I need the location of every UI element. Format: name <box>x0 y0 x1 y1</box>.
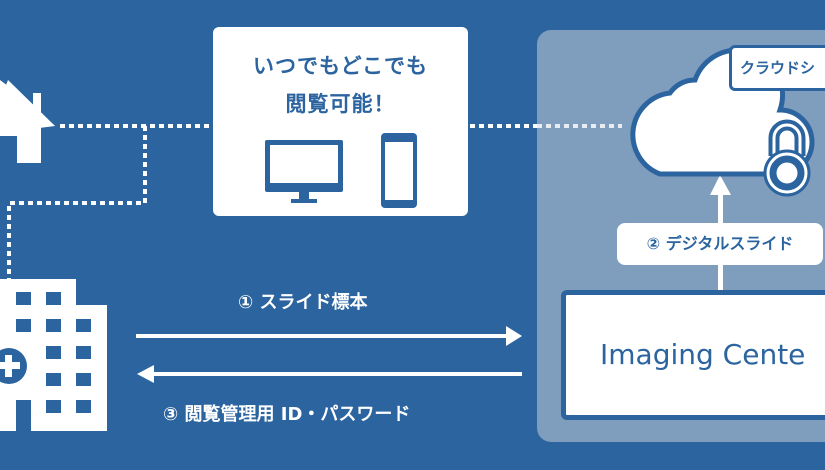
home-icon <box>0 80 55 163</box>
cloud-label: クラウドシ <box>729 45 825 91</box>
step1-label: ① スライド標本 <box>238 292 368 313</box>
imaging-center-box: Imaging Cente <box>561 290 825 420</box>
hospital-icon <box>0 279 107 431</box>
step2-label: ② デジタルスライド <box>617 223 823 265</box>
arrow-step1 <box>136 326 522 346</box>
card-title-line1: いつでもどこでも <box>253 54 428 78</box>
lock-icon <box>763 119 811 197</box>
connector-branch <box>7 126 147 282</box>
arrow-step3 <box>137 365 522 383</box>
card-title-line2: 閲覧可能！ <box>285 92 396 116</box>
step3-label: ③ 閲覧管理用 ID・パスワード <box>163 404 411 425</box>
